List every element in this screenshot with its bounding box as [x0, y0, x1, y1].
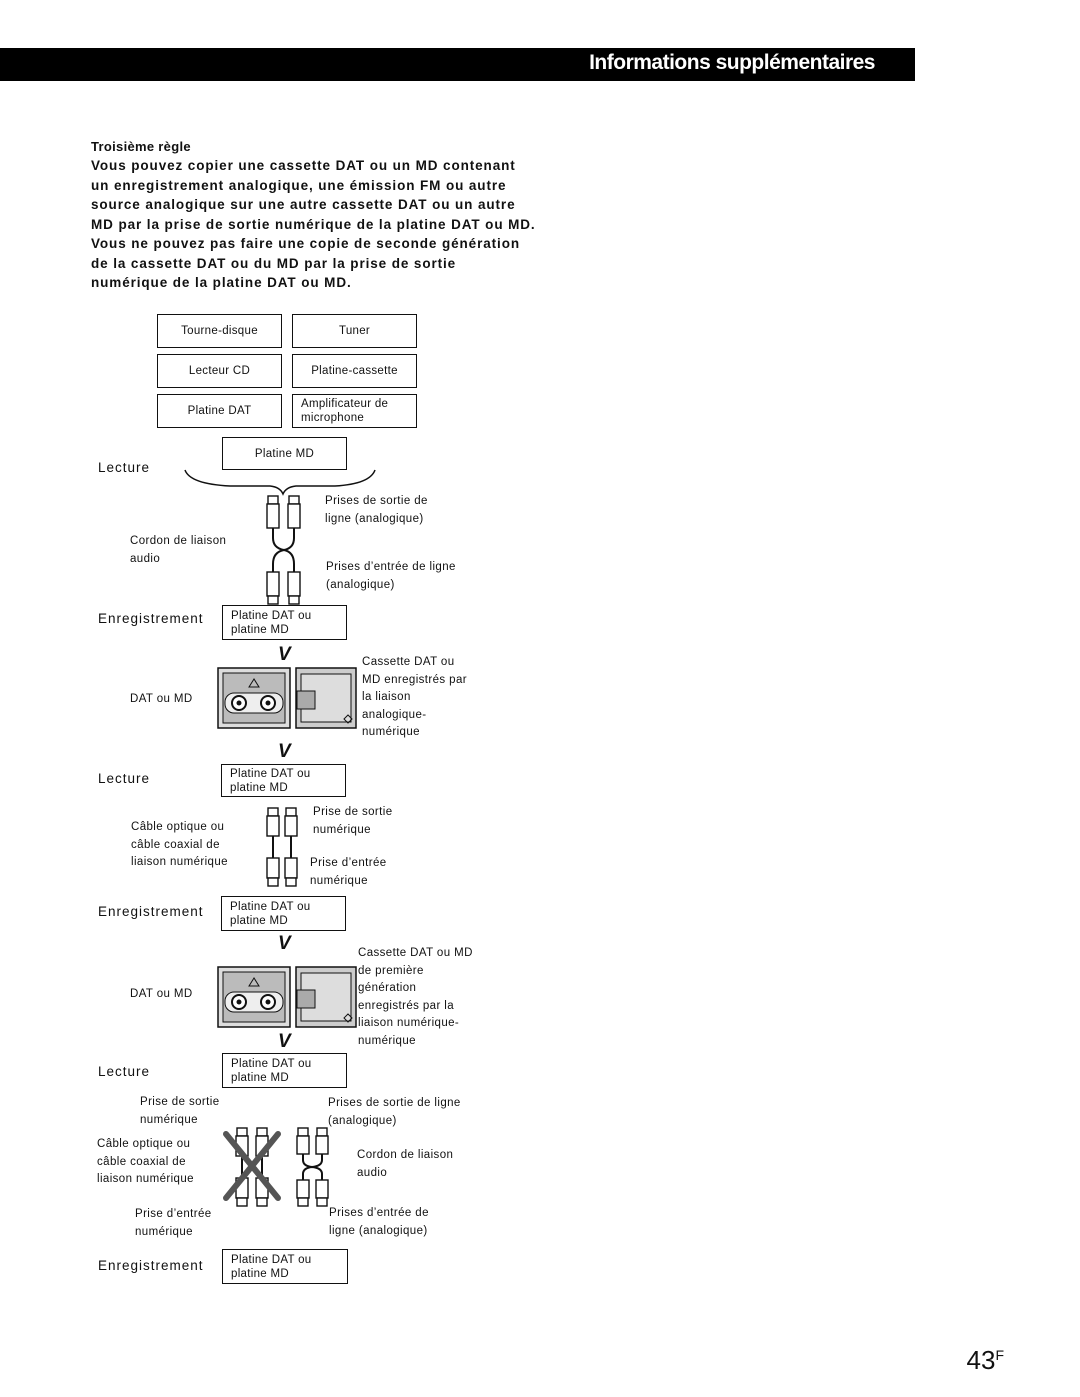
section-lecture-1: Lecture [98, 460, 151, 475]
down-arrow-2: V [278, 741, 291, 762]
recorder-box-1: Platine DAT ou platine MD [222, 605, 347, 640]
label-dat-ou-md-2: DAT ou MD [130, 988, 193, 1000]
source-cassette-deck: Platine-cassette [292, 354, 417, 388]
label-digital-in-1: Prise d’entrée numérique [310, 857, 387, 887]
grouping-brace [184, 469, 376, 496]
prohibited-digital-cable-icon [223, 1127, 281, 1207]
digital-cable-icon [266, 807, 298, 887]
section-enregistrement-1: Enregistrement [98, 611, 204, 626]
page-title: Informations supplémentaires [589, 51, 875, 74]
section-lecture-3: Lecture [98, 1064, 151, 1079]
section-enregistrement-2: Enregistrement [98, 904, 204, 919]
section-enregistrement-3: Enregistrement [98, 1258, 204, 1273]
source-tuner: Tuner [292, 314, 417, 348]
rule-body: Vous pouvez copier une cassette DAT ou u… [91, 158, 536, 290]
player-box-2: Platine DAT ou platine MD [221, 764, 346, 797]
source-turntable: Tourne-disque [157, 314, 282, 348]
recorder-box-3: Platine DAT ou platine MD [222, 1249, 348, 1284]
dat-cassette-icon-2 [217, 966, 357, 1028]
down-arrow-4: V [278, 1031, 291, 1052]
label-digital-out-1: Prise de sortie numérique [313, 806, 393, 836]
label-recorded-media-2: Cassette DAT ou MD de première génératio… [358, 947, 473, 1047]
label-analog-out: Prises de sortie de ligne (analogique) [325, 495, 428, 525]
analog-cable-icon [266, 495, 301, 605]
rule-title: Troisième règle [91, 139, 191, 154]
label-analog-in: Prises d’entrée de ligne (analogique) [326, 561, 456, 591]
header-bar: Informations supplémentaires [0, 48, 915, 81]
label-recorded-media-1: Cassette DAT ou MD enregistrés par la li… [362, 656, 467, 738]
label-digital-cable-2: Câble optique ou câble coaxial de liaiso… [97, 1138, 194, 1185]
page-number: 43F [966, 1345, 1004, 1375]
recorder-box-2: Platine DAT ou platine MD [221, 896, 346, 931]
label-digital-in-2: Prise d’entrée numérique [135, 1208, 212, 1238]
analog-cable-icon-2 [296, 1127, 329, 1207]
section-lecture-2: Lecture [98, 771, 151, 786]
source-dat-deck: Platine DAT [157, 394, 282, 428]
source-md-deck: Platine MD [222, 437, 347, 470]
player-box-3: Platine DAT ou platine MD [222, 1053, 347, 1088]
source-mic-amplifier: Amplificateur de microphone [292, 394, 417, 428]
dat-cassette-icon [217, 667, 357, 729]
source-cd-player: Lecteur CD [157, 354, 282, 388]
label-dat-ou-md-1: DAT ou MD [130, 693, 193, 705]
label-analog-out-2: Prises de sortie de ligne (analogique) [328, 1097, 461, 1127]
label-audio-cord: Cordon de liaison audio [130, 535, 227, 565]
label-analog-in-2: Prises d’entrée de ligne (analogique) [329, 1207, 429, 1237]
label-digital-cable-1: Câble optique ou câble coaxial de liaiso… [131, 821, 228, 868]
down-arrow-1: V [278, 644, 291, 665]
label-digital-out-2: Prise de sortie numérique [140, 1096, 220, 1126]
label-audio-cord-2: Cordon de liaison audio [357, 1149, 454, 1179]
down-arrow-3: V [278, 933, 291, 954]
